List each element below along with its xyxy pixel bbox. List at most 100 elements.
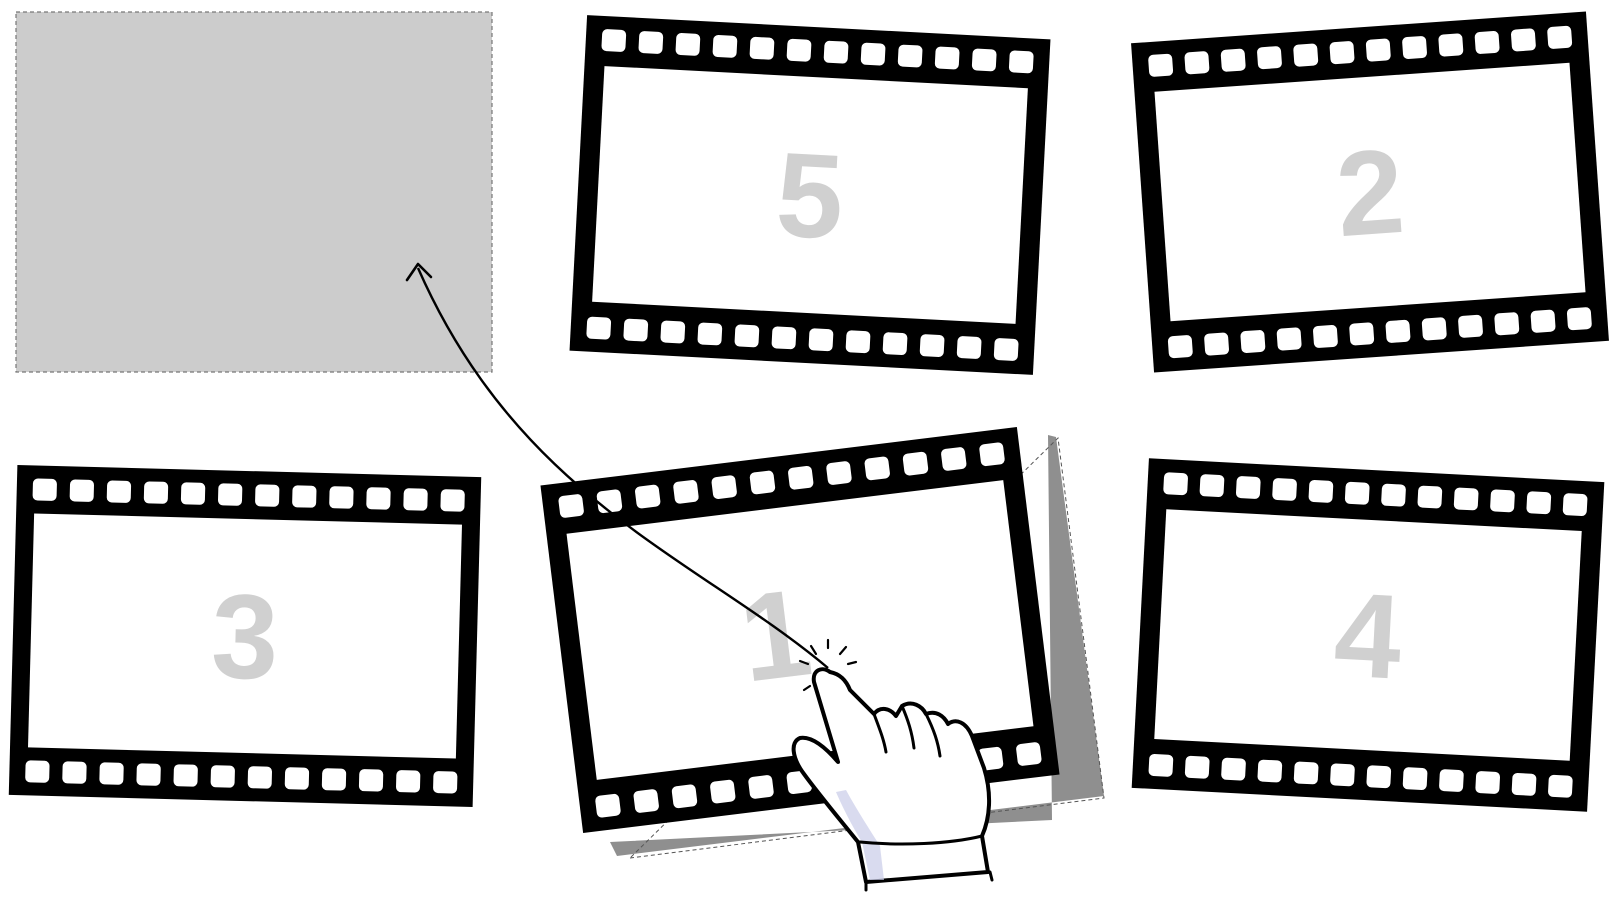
sprocket-hole xyxy=(1563,493,1588,516)
sprocket-hole xyxy=(1199,474,1224,497)
sprocket-hole xyxy=(734,324,759,347)
sprocket-hole xyxy=(1330,763,1355,786)
sprocket-hole xyxy=(1308,480,1333,503)
sprocket-hole xyxy=(1422,317,1447,341)
sprocket-hole xyxy=(898,44,923,67)
sprocket-hole xyxy=(403,488,428,511)
sprocket-hole xyxy=(1184,51,1209,75)
sprocket-hole xyxy=(972,48,997,71)
sprocket-hole xyxy=(994,338,1019,361)
sprocket-hole xyxy=(1454,487,1479,510)
sprocket-hole xyxy=(248,766,273,789)
sprocket-hole xyxy=(712,35,737,58)
sprocket-hole xyxy=(1349,322,1374,346)
film-frame-5[interactable]: 5 xyxy=(570,15,1051,375)
sprocket-hole xyxy=(673,479,700,504)
sprocket-hole xyxy=(322,768,347,791)
sprocket-hole xyxy=(1345,482,1370,505)
sprocket-hole xyxy=(920,334,945,357)
sprocket-hole xyxy=(902,451,929,476)
sprocket-hole xyxy=(660,320,685,343)
sprocket-hole xyxy=(1526,491,1551,514)
sprocket-hole xyxy=(601,29,626,52)
sprocket-hole xyxy=(1567,307,1592,331)
film-frame-3[interactable]: 3 xyxy=(9,465,481,807)
sprocket-hole xyxy=(1168,335,1193,359)
sprocket-hole xyxy=(1547,26,1572,50)
frame-number-4: 4 xyxy=(1331,567,1405,704)
frame-number-2: 2 xyxy=(1332,124,1408,262)
sprocket-hole xyxy=(1272,478,1297,501)
sprocket-hole xyxy=(1474,31,1499,55)
sprocket-hole xyxy=(136,763,161,786)
sprocket-hole xyxy=(586,317,611,340)
sprocket-hole xyxy=(1163,472,1188,495)
sprocket-hole xyxy=(25,760,50,783)
sprocket-hole xyxy=(181,482,206,505)
sprocket-hole xyxy=(957,336,982,359)
sprocket-hole xyxy=(935,46,960,69)
sprocket-hole xyxy=(1204,332,1229,356)
sprocket-hole xyxy=(864,456,891,481)
sprocket-hole xyxy=(883,332,908,355)
sprocket-hole xyxy=(1257,46,1282,70)
sprocket-hole xyxy=(1148,754,1173,777)
sprocket-hole xyxy=(1366,38,1391,62)
sprocket-hole xyxy=(748,775,775,800)
sprocket-hole xyxy=(786,39,811,62)
sprocket-hole xyxy=(144,481,169,504)
sprocket-hole xyxy=(366,487,391,510)
drop-target-slot[interactable] xyxy=(16,12,492,372)
sprocket-hole xyxy=(359,769,384,792)
sprocket-hole xyxy=(697,322,722,345)
sprocket-hole xyxy=(1381,484,1406,507)
sprocket-hole xyxy=(558,494,585,519)
sprocket-hole xyxy=(1417,485,1442,508)
sprocket-hole xyxy=(1294,761,1319,784)
sprocket-hole xyxy=(1185,756,1210,779)
sprocket-hole xyxy=(675,33,700,56)
sprocket-hole xyxy=(433,771,458,794)
sprocket-hole xyxy=(1490,489,1515,512)
film-frame-4[interactable]: 4 xyxy=(1132,458,1605,811)
sprocket-hole xyxy=(979,442,1006,467)
sprocket-hole xyxy=(1221,758,1246,781)
sprocket-hole xyxy=(218,483,243,506)
frame-number-3: 3 xyxy=(210,569,280,705)
sprocket-hole xyxy=(1293,43,1318,67)
sprocket-hole xyxy=(1494,312,1519,336)
sprocket-hole xyxy=(941,447,968,472)
sprocket-hole xyxy=(596,489,623,514)
sprocket-hole xyxy=(634,484,661,509)
sprocket-hole xyxy=(440,489,465,512)
sprocket-hole xyxy=(1438,33,1463,57)
sprocket-hole xyxy=(595,793,622,818)
sprocket-hole xyxy=(1016,742,1043,767)
sprocket-hole xyxy=(808,328,833,351)
sprocket-hole xyxy=(210,765,235,788)
sprocket-hole xyxy=(1511,773,1536,796)
sprocket-hole xyxy=(396,770,421,793)
sprocket-hole xyxy=(255,484,280,507)
sprocket-hole xyxy=(633,789,660,814)
sprocket-hole xyxy=(32,478,57,501)
sprocket-hole xyxy=(1009,50,1034,73)
sprocket-hole xyxy=(1236,476,1261,499)
sprocket-hole xyxy=(1366,765,1391,788)
sprocket-hole xyxy=(845,330,870,353)
sprocket-hole xyxy=(771,326,796,349)
film-frame-2[interactable]: 2 xyxy=(1131,11,1609,372)
sprocket-hole xyxy=(173,764,198,787)
sprocket-hole xyxy=(749,37,774,60)
sprocket-hole xyxy=(107,480,132,503)
sprocket-hole xyxy=(1403,767,1428,790)
sprocket-hole xyxy=(285,767,310,790)
sprocket-hole xyxy=(1385,320,1410,344)
sprocket-hole xyxy=(1240,330,1265,354)
sprocket-hole xyxy=(99,762,124,785)
sprocket-hole xyxy=(749,470,776,495)
sprocket-hole xyxy=(787,465,814,490)
sprocket-hole xyxy=(1329,41,1354,65)
